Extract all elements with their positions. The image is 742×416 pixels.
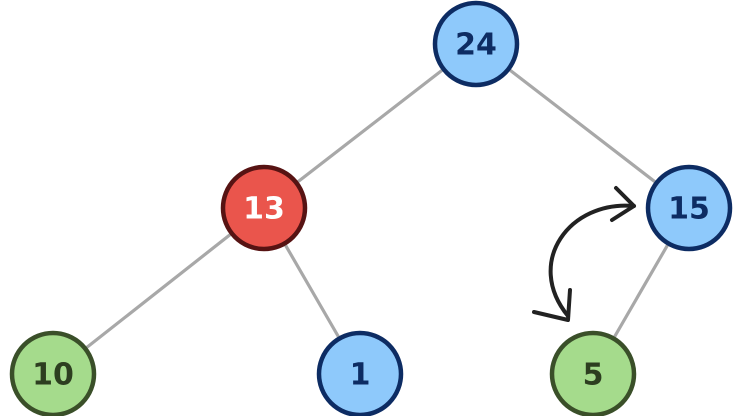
edge-13-10 (51, 206, 266, 376)
tree-node-15: 15 (645, 164, 733, 252)
edge-24-15 (474, 42, 691, 210)
swap-arrow-curve (548, 203, 636, 318)
node-circle-5 (549, 330, 637, 416)
node-circle-10 (9, 330, 97, 416)
tree-node-1: 1 (316, 330, 404, 416)
node-label-5: 5 (583, 358, 604, 393)
swap-arrowhead-top (610, 186, 636, 222)
tree-node-5: 5 (549, 330, 637, 416)
node-circle-15 (645, 164, 733, 252)
node-circle-24 (432, 0, 520, 88)
swap-arrow (532, 186, 636, 322)
edge-24-13 (262, 42, 478, 210)
tree-node-13: 13 (220, 164, 308, 252)
tree-edges (51, 42, 691, 376)
node-label-24: 24 (455, 28, 497, 63)
node-label-13: 13 (243, 192, 285, 227)
tree-node-24: 24 (432, 0, 520, 88)
node-label-15: 15 (668, 192, 710, 227)
node-label-10: 10 (32, 358, 74, 393)
tree-node-10: 10 (9, 330, 97, 416)
node-circle-1 (316, 330, 404, 416)
node-circle-13 (220, 164, 308, 252)
swap-arrowhead-bottom (532, 288, 572, 322)
node-label-1: 1 (350, 358, 371, 393)
